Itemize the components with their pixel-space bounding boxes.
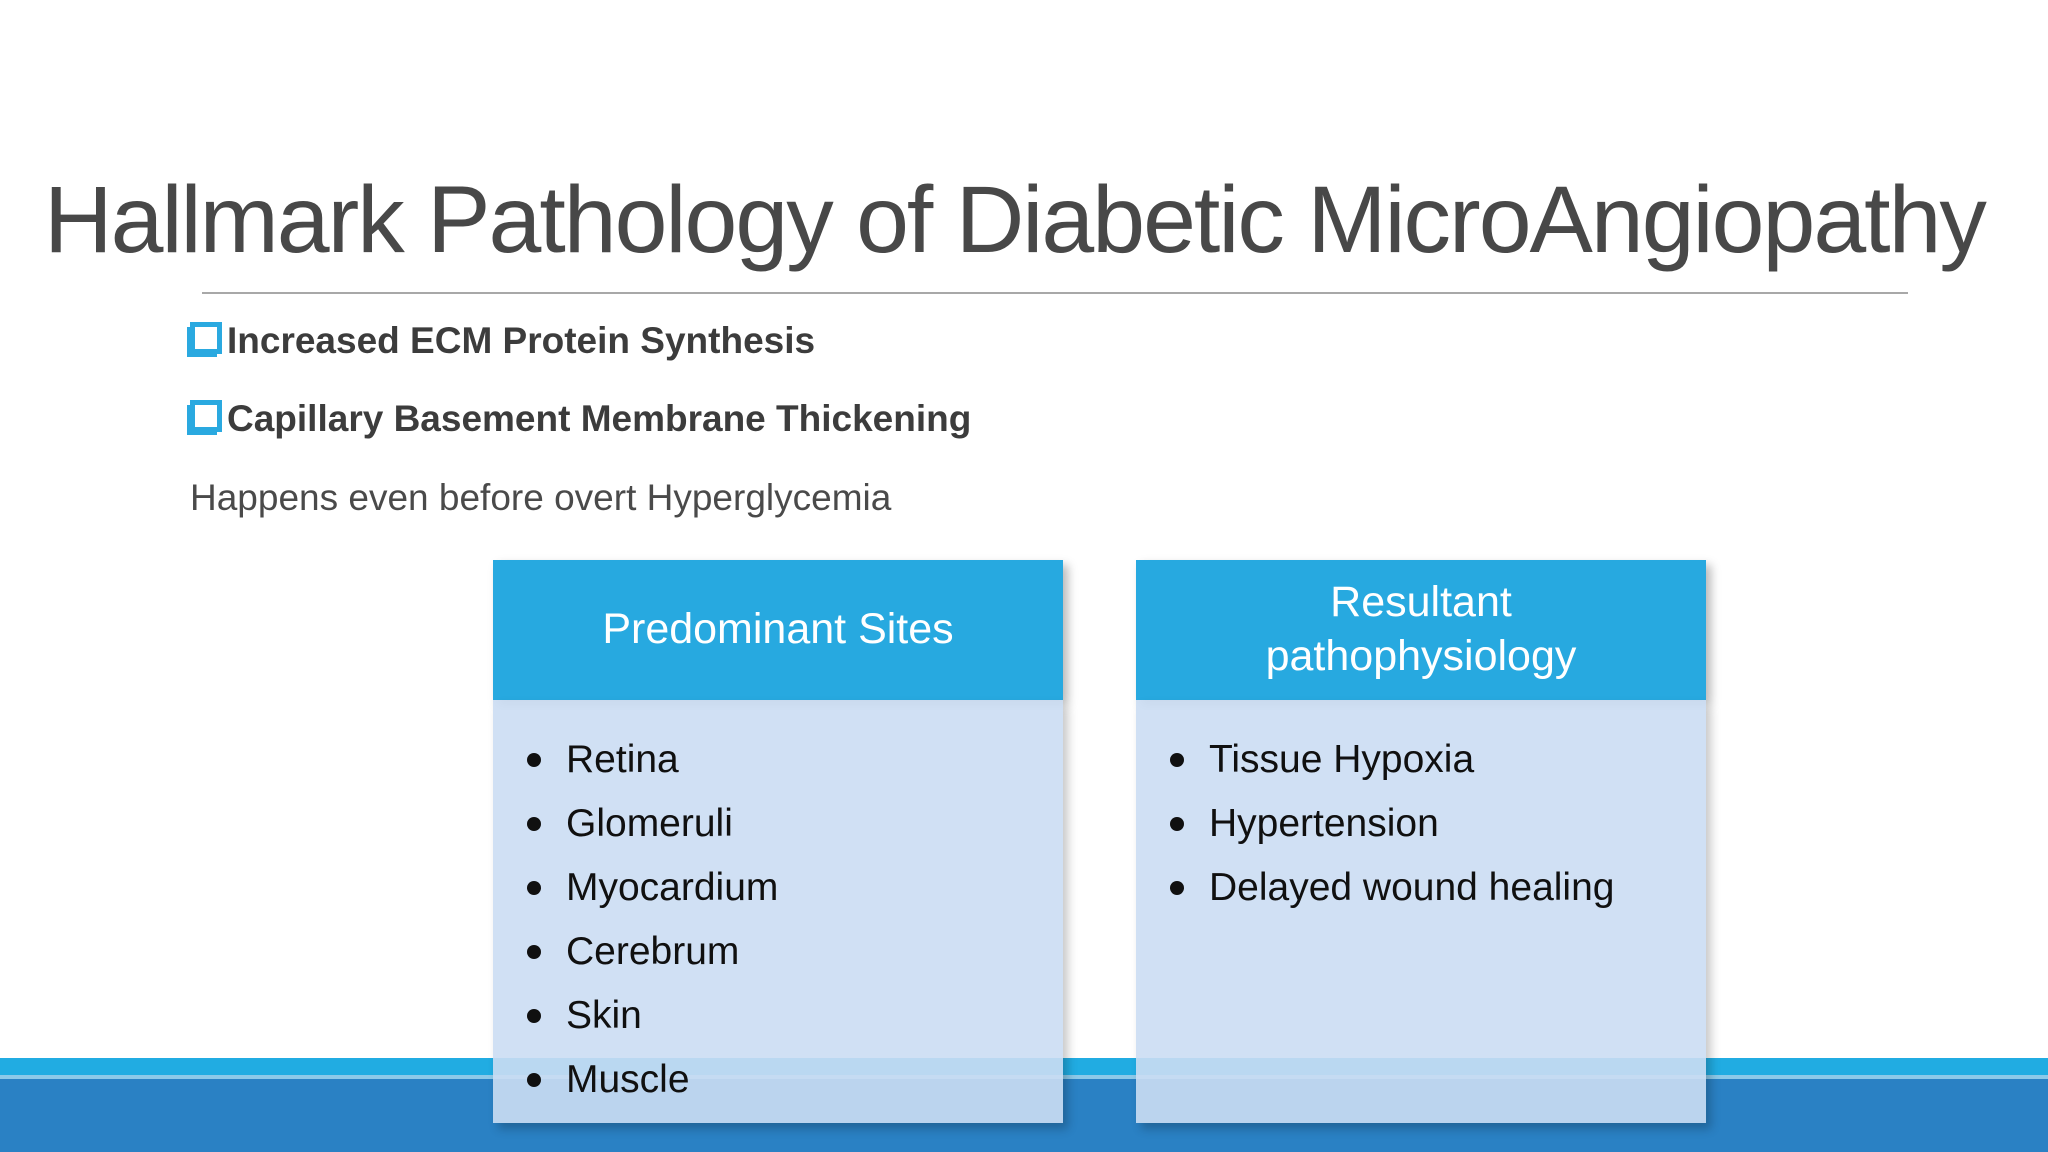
list-item: Hypertension <box>1136 792 1706 856</box>
list-item-label: Delayed wound healing <box>1209 866 1615 909</box>
table-header: Resultant pathophysiology <box>1136 560 1706 700</box>
list-item: Muscle <box>493 1048 1063 1112</box>
checklist-item-1: Increased ECM Protein Synthesis <box>190 320 815 362</box>
slide-title: Hallmark Pathology of Diabetic MicroAngi… <box>44 167 1987 273</box>
list-item: Retina <box>493 728 1063 792</box>
table-body: Retina Glomeruli Myocardium Cerebrum Ski… <box>493 700 1063 1123</box>
list-item-label: Tissue Hypoxia <box>1209 738 1475 781</box>
table-header: Predominant Sites <box>493 560 1063 700</box>
list-item: Glomeruli <box>493 792 1063 856</box>
bullet-icon <box>527 945 541 959</box>
list-item-label: Cerebrum <box>566 930 740 973</box>
bullet-icon <box>527 817 541 831</box>
note-text: Happens even before overt Hyperglycemia <box>190 477 892 518</box>
checklist-item-2: Capillary Basement Membrane Thickening <box>190 398 971 440</box>
checkbox-icon <box>190 322 222 354</box>
list-item: Myocardium <box>493 856 1063 920</box>
list-item: Cerebrum <box>493 920 1063 984</box>
table-resultant-pathophysiology: Resultant pathophysiology Tissue Hypoxia… <box>1136 560 1706 1123</box>
bullet-icon <box>527 1073 541 1087</box>
list-item-label: Skin <box>566 994 642 1037</box>
checklist-item-2-label: Capillary Basement Membrane Thickening <box>227 398 972 439</box>
bullet-icon <box>527 753 541 767</box>
bullet-icon <box>1170 753 1184 767</box>
list-item-label: Glomeruli <box>566 802 733 845</box>
checklist-item-1-label: Increased ECM Protein Synthesis <box>227 320 816 361</box>
bullet-icon <box>1170 881 1184 895</box>
list-item-label: Hypertension <box>1209 802 1439 845</box>
title-divider <box>202 292 1908 294</box>
bullet-icon <box>527 1009 541 1023</box>
table-header-label: Predominant Sites <box>602 605 954 654</box>
checkbox-icon <box>190 400 222 432</box>
table-header-label: Resultant pathophysiology <box>1265 578 1577 680</box>
bullet-icon <box>527 881 541 895</box>
table-body: Tissue Hypoxia Hypertension Delayed woun… <box>1136 700 1706 1123</box>
list-item: Tissue Hypoxia <box>1136 728 1706 792</box>
list-item: Skin <box>493 984 1063 1048</box>
list-item: Delayed wound healing <box>1136 856 1706 920</box>
list-item-label: Myocardium <box>566 866 779 909</box>
bullet-icon <box>1170 817 1184 831</box>
list-item-label: Muscle <box>566 1058 690 1101</box>
list-item-label: Retina <box>566 738 679 781</box>
table-predominant-sites: Predominant Sites Retina Glomeruli Myoca… <box>493 560 1063 1123</box>
